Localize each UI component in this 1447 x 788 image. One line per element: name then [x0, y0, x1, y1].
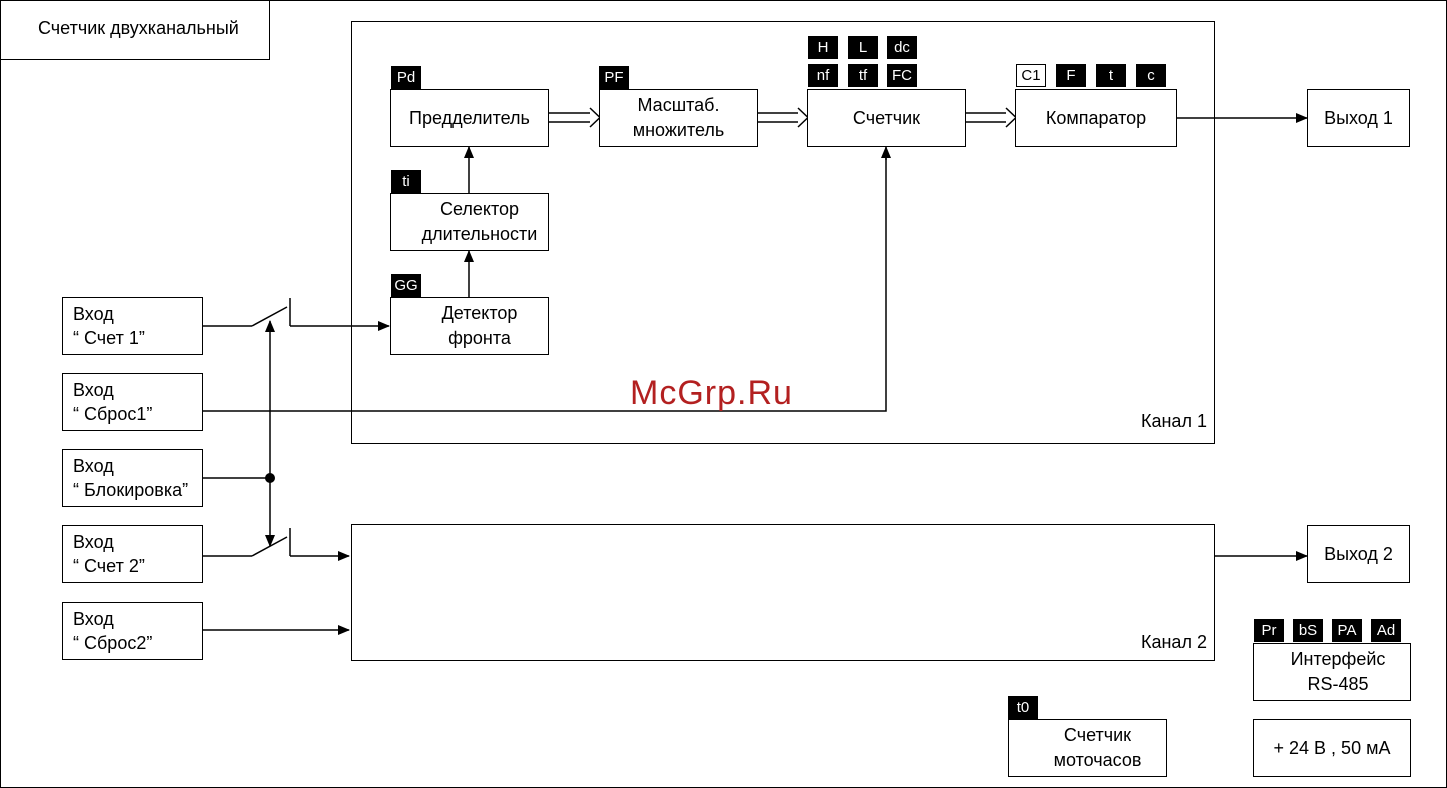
interface-block: Интерфейс RS-485: [1253, 643, 1411, 701]
tag-ti: ti: [391, 170, 421, 193]
tag-pr: Pr: [1254, 619, 1284, 642]
input-count2: Вход “ Счет 2”: [62, 525, 203, 583]
tag-nf: nf: [808, 64, 838, 87]
tag-fc: FC: [887, 64, 917, 87]
junction-dot: [265, 473, 275, 483]
output1-block: Выход 1: [1307, 89, 1410, 147]
wire-count2-switch: [203, 528, 350, 561]
comparator-block: Компаратор: [1015, 89, 1177, 147]
tag-t0: t0: [1008, 696, 1038, 719]
edge-detector-block: Детектор фронта: [390, 297, 549, 355]
wire-reset1-counter: [203, 146, 891, 412]
input-count1: Вход “ Счет 1”: [62, 297, 203, 355]
channel1-frame: [351, 21, 1215, 444]
tag-bs: bS: [1293, 619, 1323, 642]
tag-tf: tf: [848, 64, 878, 87]
tag-f: F: [1056, 64, 1086, 87]
tag-l: L: [848, 36, 878, 59]
counter-block: Счетчик: [807, 89, 966, 147]
tag-pd: Pd: [391, 66, 421, 89]
watermark: McGrp.Ru: [630, 374, 793, 412]
wire-count1-switch: [203, 298, 390, 331]
channel2-frame: [351, 524, 1215, 661]
input-reset1: Вход “ Сброс1”: [62, 373, 203, 431]
tag-h: H: [808, 36, 838, 59]
tag-c: c: [1136, 64, 1166, 87]
prescaler-block: Предделитель: [390, 89, 549, 147]
tag-dc: dc: [887, 36, 917, 59]
channel2-label: Канал 2: [1141, 632, 1207, 652]
power-block: + 24 В , 50 мА: [1253, 719, 1411, 777]
bus-arrow-scaler-counter: [758, 107, 810, 128]
title-box: [0, 0, 270, 60]
bus-arrow-prescaler-scaler: [549, 107, 602, 128]
tag-pa: PA: [1332, 619, 1362, 642]
scaler-block: Масштаб. множитель: [599, 89, 758, 147]
tag-t: t: [1096, 64, 1126, 87]
channel1-label: Канал 1: [1141, 411, 1207, 431]
tag-pf: PF: [599, 66, 629, 89]
input-reset2: Вход “ Сброс2”: [62, 602, 203, 660]
diagram-title: Счетчик двухканальный: [38, 18, 239, 38]
output2-block: Выход 2: [1307, 525, 1410, 583]
wire-lock-bus: [203, 320, 275, 547]
bus-arrow-counter-comparator: [966, 107, 1018, 128]
tag-c1: C1: [1016, 64, 1046, 87]
input-lock: Вход “ Блокировка”: [62, 449, 203, 507]
hour-meter-block: Счетчик моточасов: [1008, 719, 1167, 777]
tag-gg: GG: [391, 274, 421, 297]
duration-selector-block: Селектор длительности: [390, 193, 549, 251]
tag-ad: Ad: [1371, 619, 1401, 642]
